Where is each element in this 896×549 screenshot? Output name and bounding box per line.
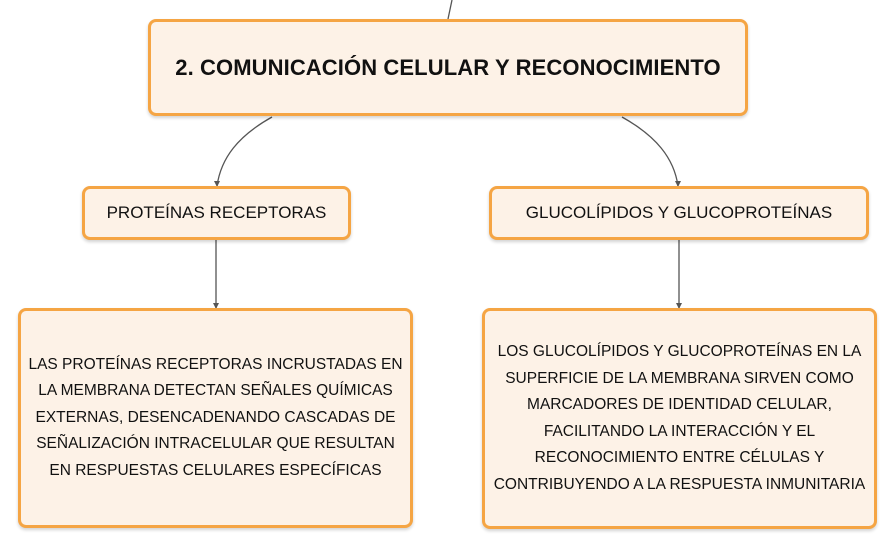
detail-node-proteinas-receptoras[interactable]: LAS PROTEÍNAS RECEPTORAS INCRUSTADAS EN … (18, 308, 413, 528)
arrowhead-right-to-leaf (676, 303, 682, 309)
main-topic-title: 2. COMUNICACIÓN CELULAR Y RECONOCIMIENTO (175, 54, 721, 80)
connector-main-to-right (621, 116, 679, 187)
subtopic-label: GLUCOLÍPIDOS Y GLUCOPROTEÍNAS (525, 203, 833, 222)
detail-node-glucolipidos[interactable]: LOS GLUCOLÍPIDOS Y GLUCOPROTEÍNAS EN LA … (482, 308, 877, 529)
subtopic-node-proteinas-receptoras[interactable]: PROTEÍNAS RECEPTORAS (82, 186, 351, 240)
connector-main-to-left (216, 116, 273, 187)
subtopic-label: PROTEÍNAS RECEPTORAS (106, 203, 327, 222)
arrowhead-left-to-leaf (213, 303, 219, 309)
subtopic-node-glucolipidos[interactable]: GLUCOLÍPIDOS Y GLUCOPROTEÍNAS (489, 186, 869, 240)
detail-text: LAS PROTEÍNAS RECEPTORAS INCRUSTADAS EN … (28, 355, 403, 479)
detail-text: LOS GLUCOLÍPIDOS Y GLUCOPROTEÍNAS EN LA … (493, 343, 866, 493)
main-topic-node[interactable]: 2. COMUNICACIÓN CELULAR Y RECONOCIMIENTO (148, 19, 748, 116)
connector-from-parent (447, 0, 453, 20)
arrowhead-main-to-right (675, 181, 681, 187)
arrowhead-main-to-left (214, 181, 220, 187)
